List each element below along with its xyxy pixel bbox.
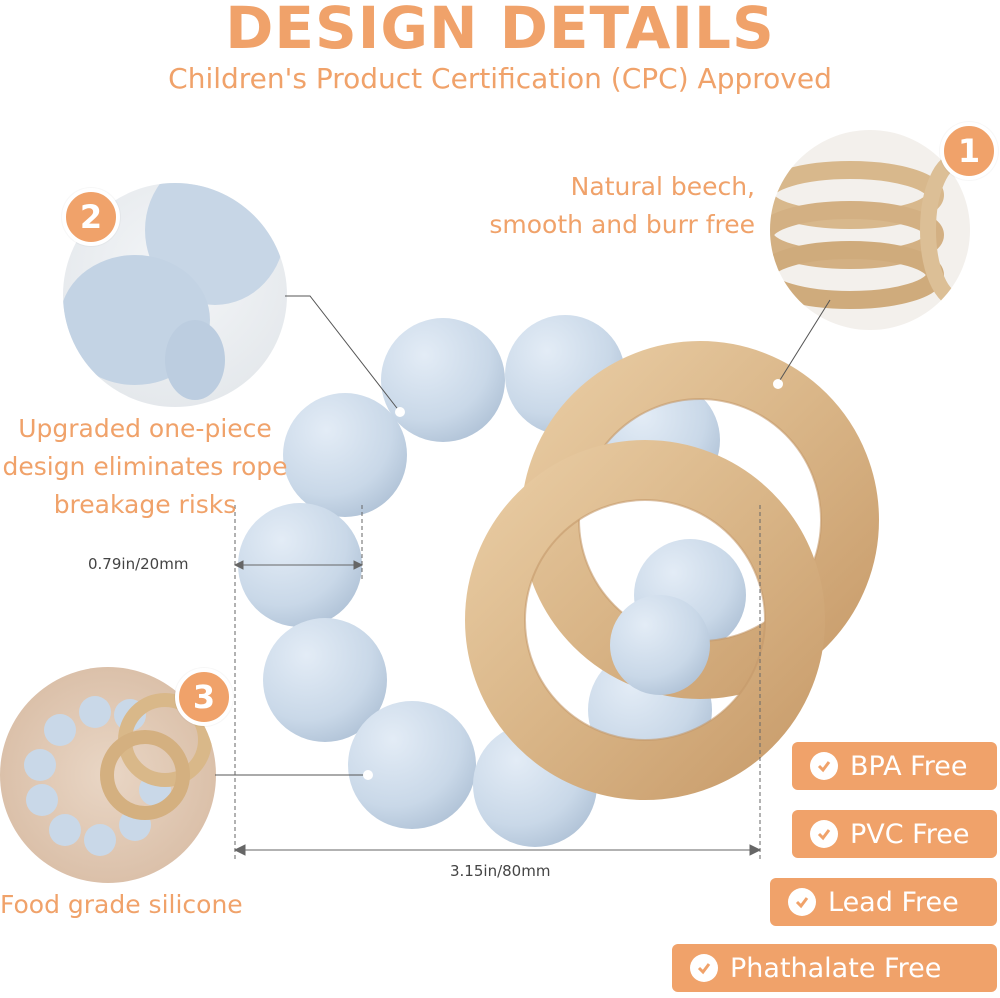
inset-product-photo	[0, 667, 216, 883]
check-icon	[788, 888, 816, 916]
badge-label: BPA Free	[850, 750, 968, 782]
overall-width-label: 3.15in/80mm	[450, 862, 551, 880]
feature-number-1: 1	[940, 122, 998, 180]
check-icon	[810, 752, 838, 780]
check-icon	[810, 820, 838, 848]
feature-caption-1-line2: smooth and burr free	[489, 210, 755, 239]
badge-label: Lead Free	[828, 886, 959, 918]
badge-pvc-free: PVC Free	[792, 810, 997, 858]
feature-caption-2: Upgraded one-piece design eliminates rop…	[0, 410, 290, 524]
leader-lines	[215, 295, 831, 780]
feature-number-2: 2	[62, 188, 120, 246]
bead-size-label: 0.79in/20mm	[88, 555, 189, 573]
badge-lead-free: Lead Free	[770, 878, 997, 926]
feature-number-3: 3	[175, 668, 233, 726]
dimension-lines	[233, 505, 762, 860]
feature-caption-2-line1: Upgraded one-piece	[18, 414, 272, 443]
feature-caption-2-line2: design eliminates rope	[2, 452, 288, 481]
feature-caption-1-line1: Natural beech,	[570, 172, 755, 201]
page-subtitle: Children's Product Certification (CPC) A…	[168, 62, 832, 95]
feature-caption-1: Natural beech, smooth and burr free	[460, 168, 755, 244]
check-icon	[690, 954, 718, 982]
wooden-rings	[465, 341, 879, 800]
feature-caption-2-line3: breakage risks	[53, 490, 237, 519]
badge-bpa-free: BPA Free	[792, 742, 997, 790]
badge-label: PVC Free	[850, 818, 970, 850]
badge-phathalate-free: Phathalate Free	[672, 944, 997, 992]
badge-label: Phathalate Free	[730, 952, 942, 984]
page-title: DESIGN DETAILS	[225, 0, 775, 62]
feature-caption-3: Food grade silicone	[0, 890, 243, 919]
